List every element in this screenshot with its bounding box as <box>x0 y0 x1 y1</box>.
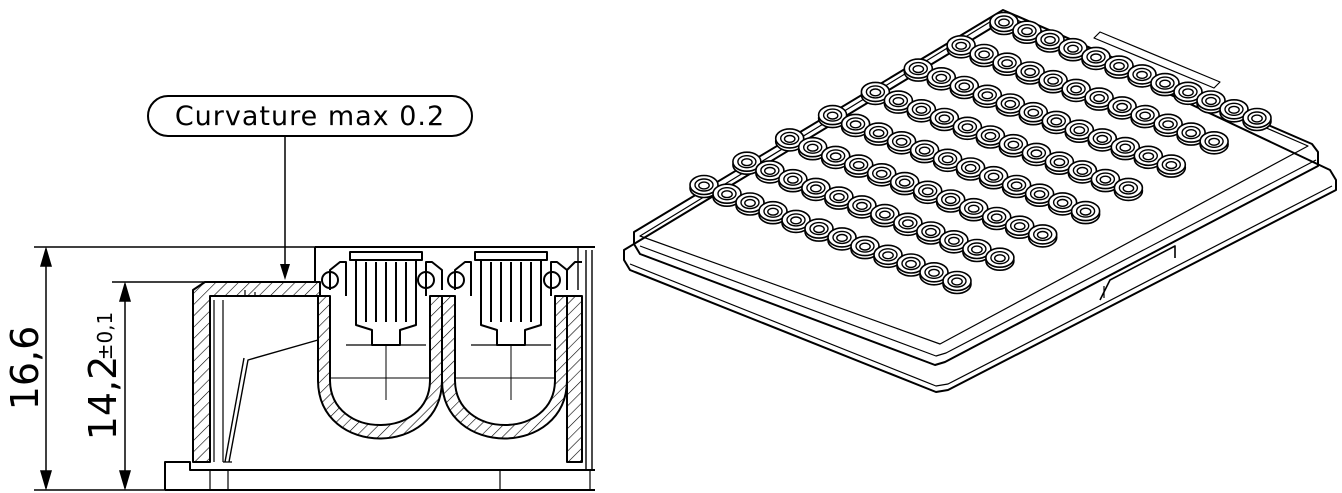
plate-well <box>1107 96 1137 120</box>
plate-well <box>958 197 989 222</box>
plate-well <box>1021 142 1052 167</box>
plate-well <box>1110 136 1141 161</box>
plate-isometric-view <box>623 9 1337 393</box>
plate-well <box>978 165 1009 190</box>
plate-well <box>1058 37 1088 62</box>
plate-well <box>926 67 957 91</box>
plate-well <box>735 192 765 216</box>
well-height-label: 14,2 <box>81 356 125 441</box>
plate-well <box>1035 29 1065 53</box>
plate-well <box>886 131 917 155</box>
plate-well <box>820 145 851 170</box>
plate-well <box>801 177 831 202</box>
plate-well <box>873 244 903 269</box>
plate-well <box>755 160 785 184</box>
well-section-1 <box>317 251 443 440</box>
plate-well <box>689 174 719 199</box>
plate-well <box>909 139 940 164</box>
callout-label: Curvature max 0.2 <box>175 101 445 132</box>
plate-well <box>863 122 894 146</box>
plate-well <box>1041 110 1072 135</box>
plate-flange <box>623 17 1337 393</box>
plate-well <box>893 212 923 237</box>
plate-well <box>870 203 900 228</box>
plate-well <box>962 238 992 263</box>
plate-well <box>1176 122 1206 146</box>
plate-well <box>1001 174 1032 199</box>
plate-well <box>995 93 1026 117</box>
plate-well <box>981 206 1012 231</box>
overall-height-label: 16,6 <box>3 326 47 411</box>
support-rib <box>228 339 319 463</box>
plate-well <box>1130 104 1160 129</box>
plate-well <box>1242 107 1272 132</box>
plate-well <box>896 253 926 277</box>
plate-well <box>1012 20 1042 45</box>
plate-base <box>164 461 595 490</box>
plate-well <box>989 11 1019 36</box>
well-grid <box>689 11 1272 295</box>
plate-well <box>949 75 980 100</box>
plate-well <box>1133 145 1164 170</box>
plate-well <box>1027 224 1058 248</box>
plate-well <box>1047 192 1078 216</box>
plate-well <box>1153 113 1183 138</box>
plate-well <box>883 90 914 114</box>
plate-well <box>847 195 877 219</box>
plate-well <box>998 133 1029 158</box>
plate-well <box>827 227 857 251</box>
dimension-overall <box>34 246 315 491</box>
well-section-2 <box>441 251 568 440</box>
plate-well <box>1038 69 1068 94</box>
plate-well <box>985 247 1015 272</box>
plate-well <box>804 218 834 242</box>
plate-well <box>1081 46 1111 71</box>
well-height-tolerance: ±0,1 <box>93 312 117 361</box>
plate-well <box>840 113 871 138</box>
plate-well <box>866 163 897 187</box>
plate-well <box>1061 78 1091 103</box>
skirt-wall <box>192 281 321 463</box>
plate-well <box>906 99 937 123</box>
plate-well <box>972 84 1003 109</box>
plate-well <box>860 81 891 106</box>
plate-well <box>889 171 920 196</box>
plate-well <box>778 168 808 193</box>
plate-well <box>1173 81 1203 106</box>
plate-well <box>1199 131 1229 155</box>
plate-well <box>850 235 880 260</box>
plate-well <box>1113 177 1144 202</box>
plate-well <box>992 52 1022 76</box>
plate-well <box>1044 151 1075 175</box>
well-height-dimension-text: 14,2 ±0,1 <box>81 312 125 441</box>
plate-well <box>1064 119 1095 143</box>
plate-well <box>969 43 999 68</box>
plate-well <box>1156 154 1187 178</box>
plate-well <box>1070 200 1101 225</box>
plate-well <box>946 34 976 59</box>
dimension-well <box>112 281 205 491</box>
plate-well <box>935 189 966 213</box>
plate-well <box>952 116 983 141</box>
plate-well <box>903 58 934 82</box>
plate-well <box>781 209 811 234</box>
section-view <box>164 246 595 491</box>
plate-well <box>758 200 788 225</box>
plate-well <box>1219 99 1249 123</box>
plate-well <box>916 221 946 245</box>
plate-body <box>633 9 1319 366</box>
plate-well <box>912 180 943 205</box>
curvature-callout: Curvature max 0.2 <box>147 95 473 280</box>
plate-well <box>732 151 762 175</box>
plate-well <box>919 261 949 286</box>
plate-well <box>1067 160 1098 184</box>
plate-well <box>1150 72 1180 97</box>
plate-well <box>1127 64 1157 88</box>
plate-well <box>975 125 1006 149</box>
plate-well <box>942 270 972 295</box>
plate-well <box>843 154 874 178</box>
plate-well <box>1084 87 1114 111</box>
plate-well <box>1018 101 1049 126</box>
